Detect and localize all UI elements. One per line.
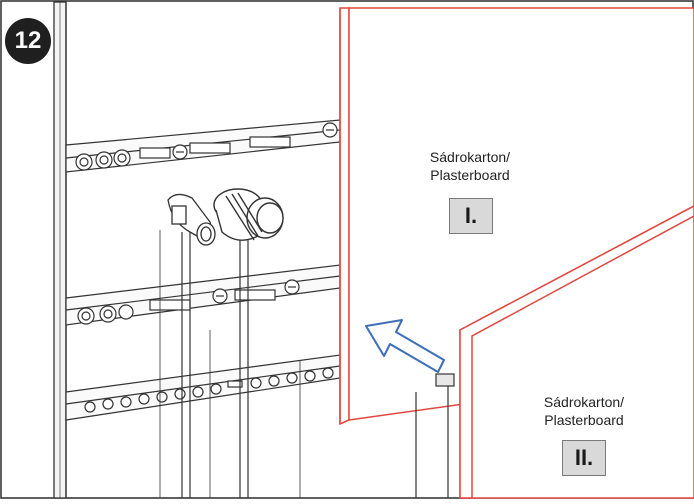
wall-corner (415, 373, 455, 498)
panel-two-numeral: II. (562, 440, 606, 476)
plasterboard-two-label-line2: Plasterboard (544, 412, 624, 428)
lower-perforated-rail (65, 354, 341, 421)
wall-frame-posts (53, 1, 67, 499)
step-number-badge: 12 (5, 18, 51, 64)
direction-arrow-icon (365, 319, 445, 373)
plasterboard-two-edge (459, 205, 694, 499)
large-pipe-fitting (213, 188, 284, 241)
plasterboard-one-label-line1: Sádrokarton/ (429, 149, 511, 165)
plasterboard-one-label: Sádrokarton/ Plasterboard (400, 148, 540, 184)
supply-pipes (159, 230, 301, 498)
upper-rail (65, 119, 341, 173)
small-pipe-fitting (167, 193, 216, 246)
plasterboard-two-label-line1: Sádrokarton/ (543, 394, 625, 410)
plasterboard-one-edge (339, 7, 350, 426)
panel-one-numeral: I. (449, 198, 493, 234)
plasterboard-one-label-line2: Plasterboard (430, 167, 510, 183)
plasterboard-two-label: Sádrokarton/ Plasterboard (514, 393, 654, 429)
